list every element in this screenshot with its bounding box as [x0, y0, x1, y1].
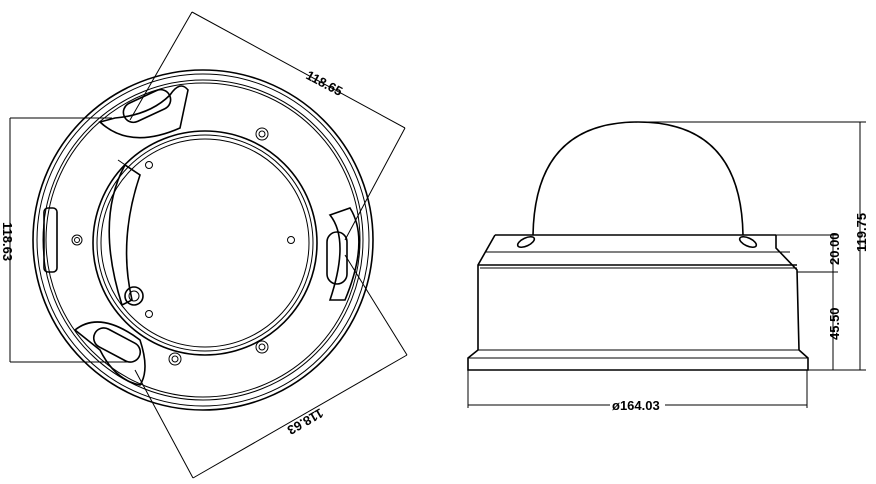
dim-label-bottom: 118.63 — [285, 405, 326, 438]
top-view-mount-plate — [32, 69, 374, 411]
dim-label-total-height: 119.75 — [854, 213, 869, 252]
dim-label-left: 118.63 — [0, 222, 15, 261]
side-view-dimensions — [467, 121, 866, 408]
side-view-camera — [467, 121, 809, 371]
dim-label-top: 118.65 — [304, 67, 346, 99]
dim-label-body: 45.50 — [827, 307, 842, 340]
top-view-dimensions — [9, 11, 408, 479]
dim-label-flange: 20.00 — [827, 232, 842, 265]
dim-label-diameter: ø164.03 — [612, 398, 660, 413]
